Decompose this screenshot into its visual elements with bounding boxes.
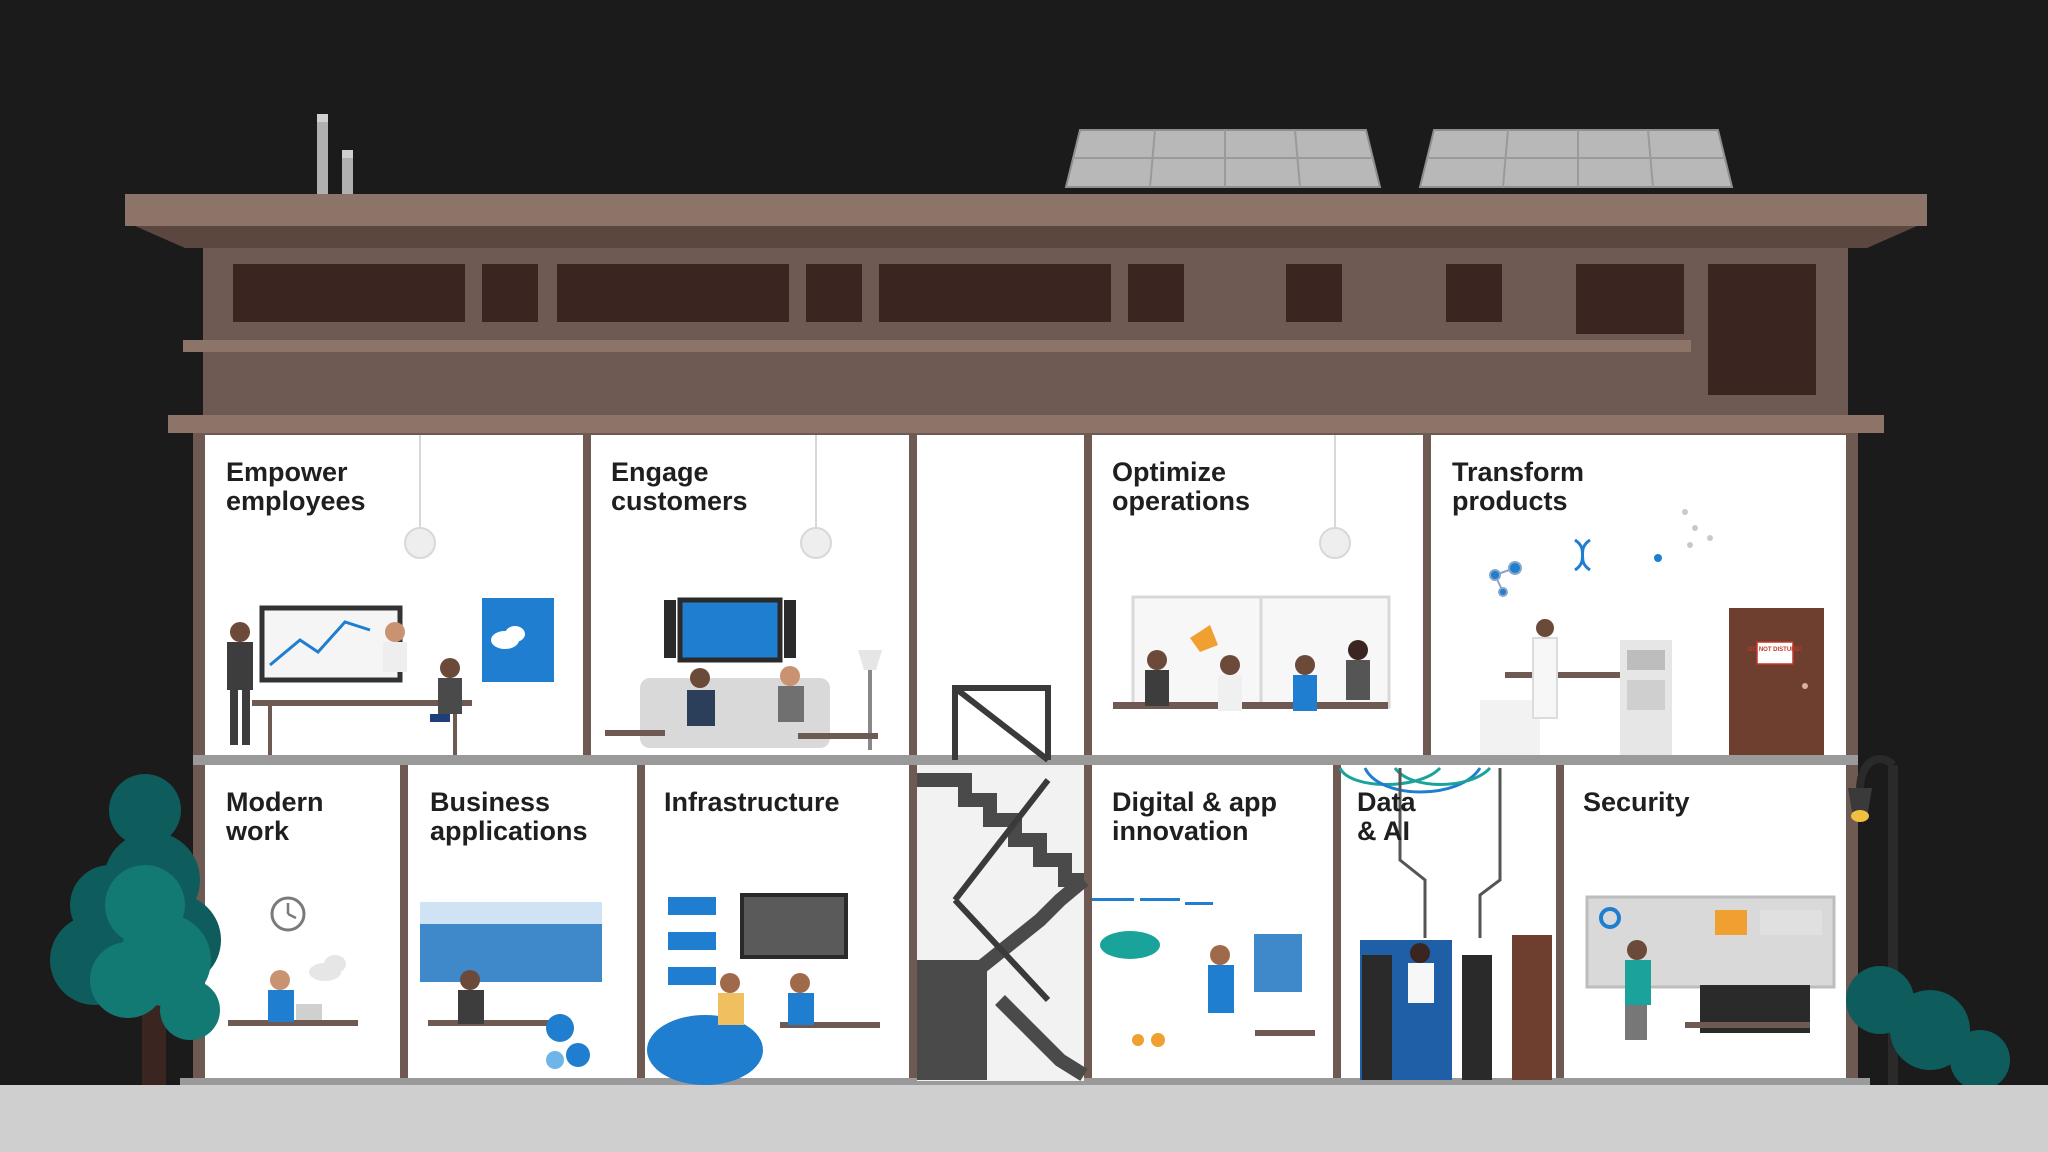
middle-floor-slab [193, 755, 1858, 765]
roof-eave [135, 226, 1917, 248]
bushes-right [1846, 966, 2010, 1090]
dna-icon [1574, 538, 1591, 572]
infrastructure-scene [647, 893, 880, 1085]
solar-panel-right [1418, 129, 1734, 188]
room-label-data-ai: Data & AI [1357, 787, 1416, 846]
ground [0, 1085, 2048, 1152]
modern-work-scene [228, 896, 358, 1026]
molecule-icon [1489, 561, 1522, 597]
floor-ledge [168, 415, 1884, 433]
cloud-icon [309, 955, 346, 981]
roof [125, 194, 1927, 226]
security-scene [1585, 895, 1836, 1040]
tree-right-of-left [90, 865, 220, 1085]
lamp-icon [404, 435, 1351, 559]
room-label-digital-app-innovation: Digital & app innovation [1112, 787, 1278, 846]
optimize-operations-scene [1113, 595, 1391, 711]
do-not-disturb-sign: DO NOT DISTURB! [1748, 647, 1802, 653]
ground-floor-slab [180, 1078, 1870, 1088]
engage-customers-scene [605, 597, 882, 750]
empower-employees-scene [227, 598, 554, 755]
chimneys [317, 114, 353, 194]
transform-products-scene: DO NOT DISTURB! [1480, 509, 1824, 755]
business-applications-scene [420, 902, 602, 1069]
room-label-optimize-operations: Optimize operations [1112, 457, 1251, 516]
room-label-modern-work: Modern work [226, 787, 324, 846]
data-ai-scene [1338, 766, 1552, 1080]
clock-icon [270, 896, 306, 932]
cloud-icon [491, 626, 525, 649]
room-label-security: Security [1583, 787, 1690, 817]
stairwell [917, 685, 1089, 1081]
upper-ledge [183, 340, 1691, 352]
room-label-business-applications: Business applications [430, 787, 588, 846]
room-label-empower-employees: Empower employees [226, 457, 366, 516]
room-label-infrastructure: Infrastructure [664, 787, 840, 817]
street-lamp-icon [1848, 755, 1898, 1085]
room-label-engage-customers: Engage customers [611, 457, 748, 516]
solar-panel-left [1064, 129, 1382, 188]
room-label-transform-products: Transform products [1452, 457, 1585, 516]
upper-windows [233, 264, 1816, 395]
digital-app-innovation-scene [1092, 898, 1315, 1047]
